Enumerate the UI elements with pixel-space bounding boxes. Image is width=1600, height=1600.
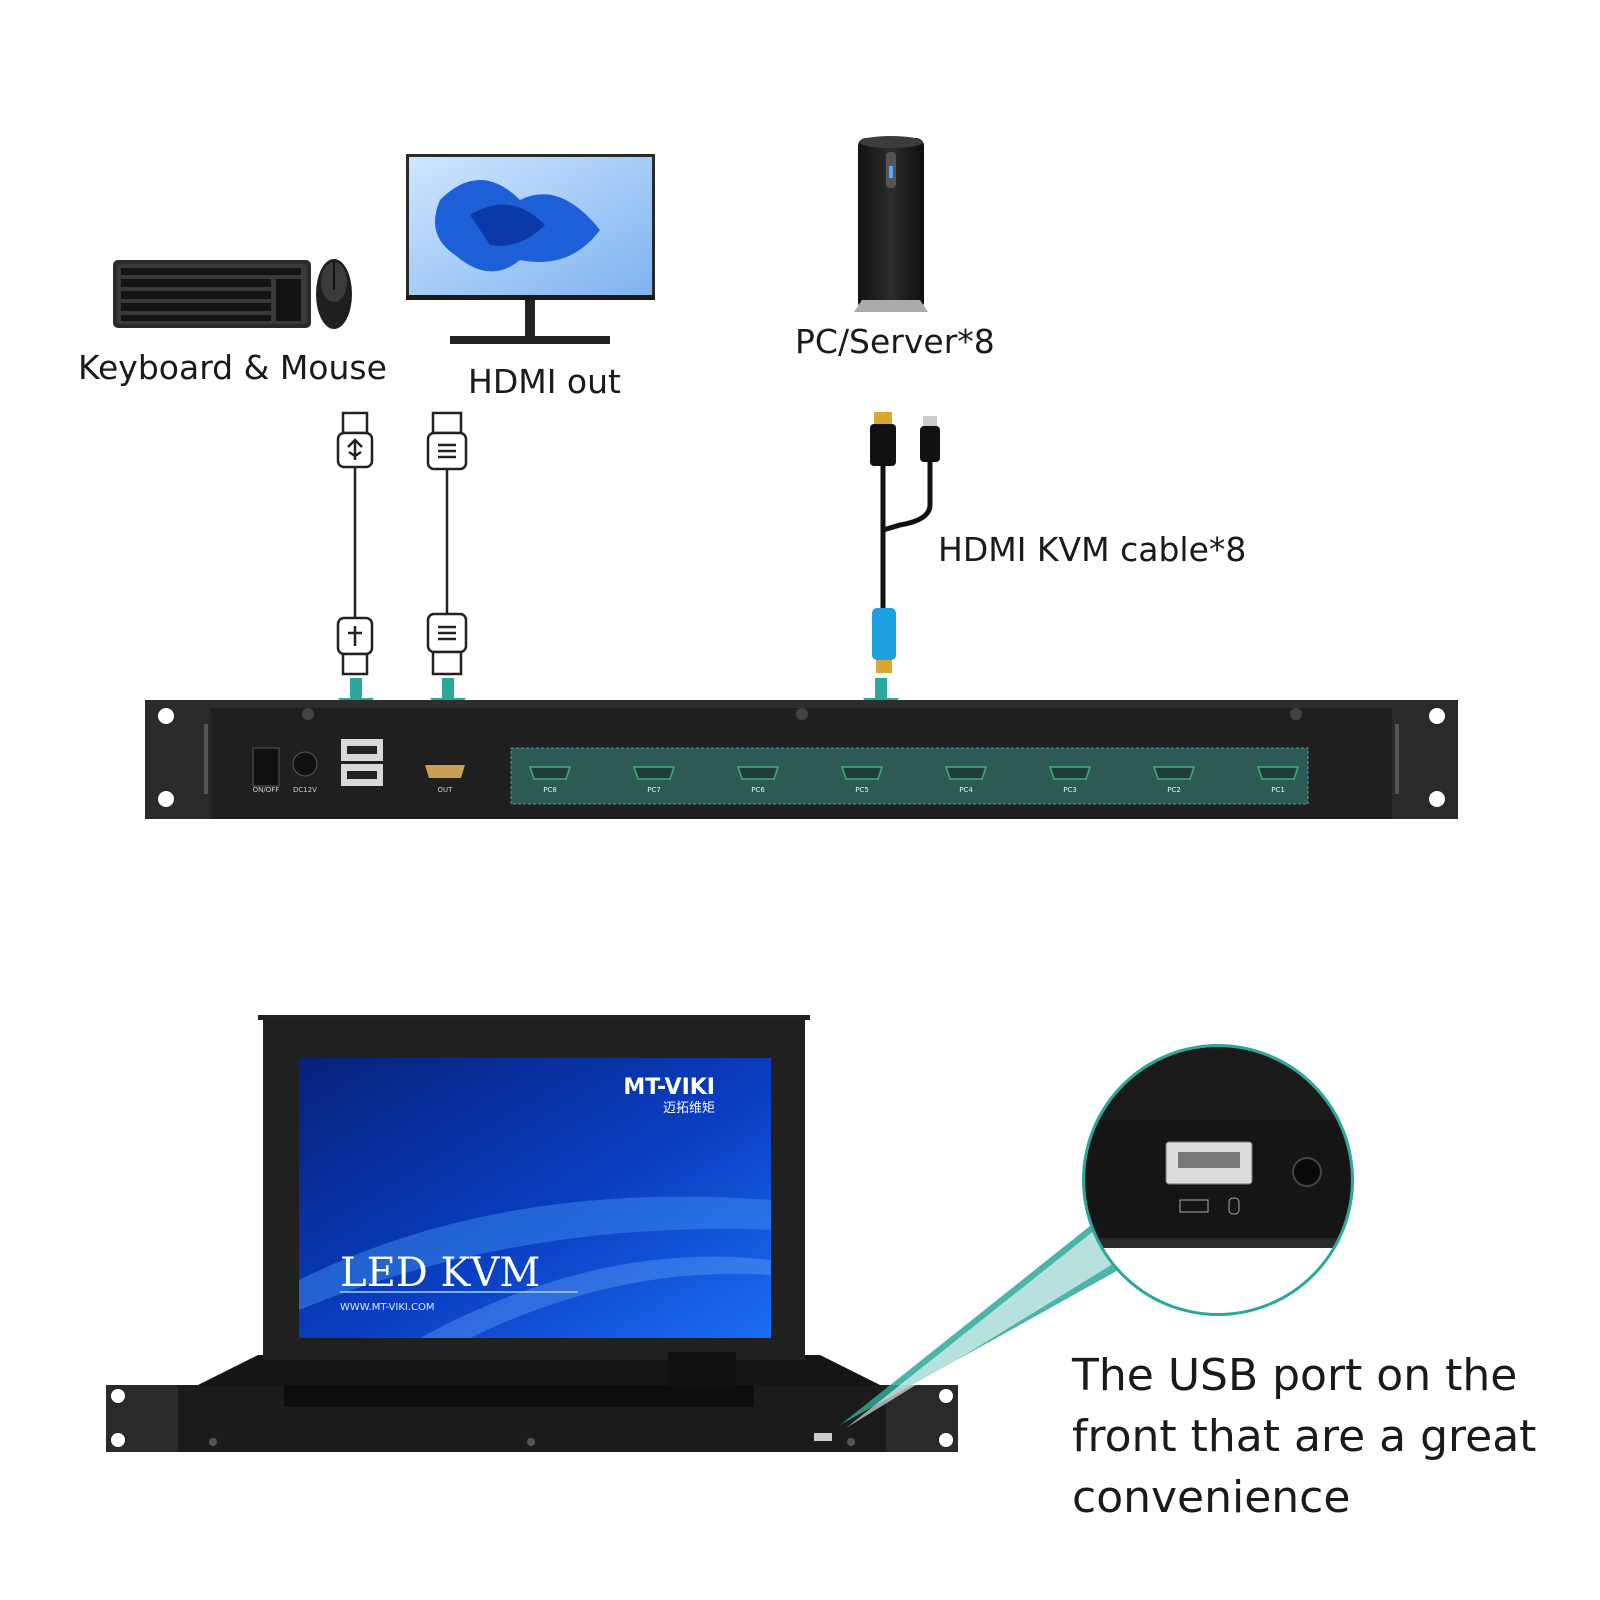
pc-port-label: PC3 — [1063, 786, 1077, 794]
hdmi-port-icon — [1048, 766, 1092, 780]
pc-port-label: PC7 — [647, 786, 661, 794]
hdmi-out-label: HDMI out — [468, 362, 621, 401]
callout-line: front that are a great — [1072, 1411, 1537, 1462]
hdmi-port-icon — [1152, 766, 1196, 780]
brand-logo-text: MT-VIKI — [623, 1075, 715, 1100]
kvm-console — [106, 1015, 958, 1452]
kvm-cable-label: HDMI KVM cable*8 — [938, 530, 1247, 569]
pc-port-label: PC1 — [1271, 786, 1285, 794]
kvm-connector-icon — [872, 608, 896, 660]
mouse-icon — [316, 259, 352, 329]
usb-cable-icon — [336, 411, 374, 676]
dc-input-label: DC12V — [293, 786, 317, 794]
pc-port-group: PC8 PC7 PC6 PC5 PC4 PC3 PC2 PC1 — [528, 766, 1300, 794]
kvm-cable-icon — [870, 412, 940, 673]
power-switch-label: ON/OFF — [253, 786, 280, 794]
screen-url: WWW.MT-VIKI.COM — [340, 1302, 435, 1313]
pc-server-label: PC/Server*8 — [795, 322, 995, 361]
hdmi-port-icon — [528, 766, 572, 780]
keyboard-mouse-label: Keyboard & Mouse — [78, 348, 387, 387]
hdmi-port-icon — [840, 766, 884, 780]
pc-port-label: PC2 — [1167, 786, 1181, 794]
callout-line: convenience — [1072, 1472, 1351, 1523]
hdmi-port-icon — [944, 766, 988, 780]
pc-server-icon — [854, 136, 928, 312]
hdmi-port-icon — [1256, 766, 1300, 780]
hdmi-cable-icon — [426, 411, 468, 676]
pc-port-label: PC4 — [959, 786, 973, 794]
callout-line: The USB port on the — [1072, 1350, 1518, 1401]
hdmi-port-icon — [736, 766, 780, 780]
monitor-icon — [406, 154, 655, 344]
keyboard-icon — [113, 260, 311, 328]
pc-port-label: PC6 — [751, 786, 765, 794]
pc-port-label: PC5 — [855, 786, 869, 794]
callout-text: The USB port on the front that are a gre… — [1072, 1345, 1572, 1528]
screen-title: LED KVM — [340, 1250, 540, 1296]
out-port-label: OUT — [438, 786, 454, 794]
brand-sub-text: 迈拓维矩 — [663, 1101, 715, 1116]
hdmi-port-icon — [632, 766, 676, 780]
rear-panel — [145, 700, 1458, 819]
pc-port-label: PC8 — [543, 786, 557, 794]
